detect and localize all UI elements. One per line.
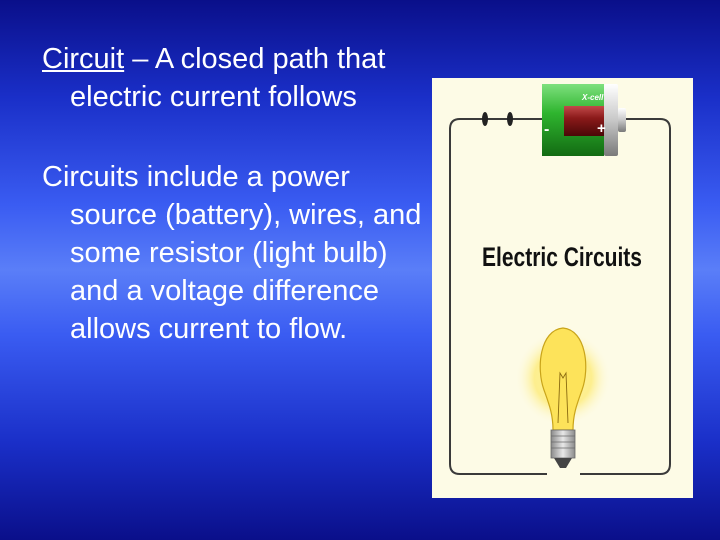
circuit-wire (449, 118, 671, 475)
battery-label: X-cell (581, 93, 604, 102)
battery-icon: X-cell - + (542, 84, 626, 156)
wire-contact-right (507, 112, 513, 126)
figure-title: Electric Circuits (482, 242, 642, 272)
circuit-diagram: X-cell - + Electric Circuits (449, 84, 671, 475)
definition-paragraph: Circuit – A closed path that electric cu… (42, 40, 422, 116)
term-circuit: Circuit (42, 43, 125, 75)
battery-plus-sign: + (597, 120, 606, 137)
wire-contact-left (482, 112, 488, 126)
light-bulb-icon (515, 327, 611, 468)
slide-text: Circuit – A closed path that electric cu… (42, 40, 422, 348)
circuit-description: Circuits include a power source (battery… (42, 161, 422, 345)
definition-text: – A closed path that electric current fo… (70, 43, 386, 113)
battery-minus-sign: - (544, 121, 549, 138)
electric-circuit-figure: X-cell - + Electric Circuits (432, 78, 693, 498)
